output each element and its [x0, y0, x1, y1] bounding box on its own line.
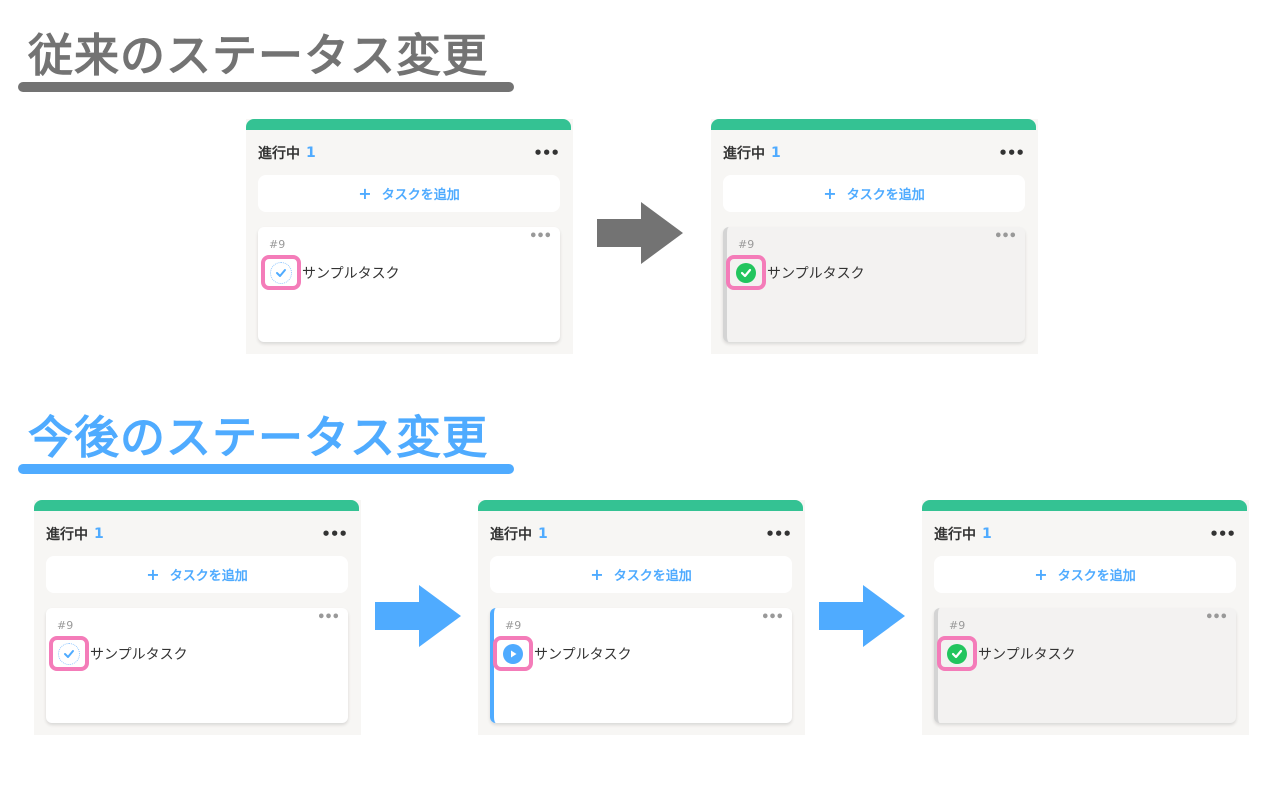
- task-id: #9: [949, 619, 966, 632]
- heading-old-text: 従来のステータス変更: [28, 29, 489, 82]
- plus-icon: +: [590, 565, 604, 584]
- plus-icon: +: [146, 565, 160, 584]
- kanban-column-new-step2: 進行中 1 ••• + タスクを追加 #9 ••• サンプルタスク: [478, 500, 805, 735]
- task-card[interactable]: #9 ••• サンプルタスク: [46, 608, 348, 723]
- plus-icon: +: [823, 184, 837, 203]
- add-task-button[interactable]: + タスクを追加: [258, 175, 560, 212]
- column-header: 進行中 1 •••: [258, 143, 560, 163]
- add-task-label: タスクを追加: [613, 569, 692, 584]
- column-count: 1: [94, 526, 104, 542]
- task-title: サンプルタスク: [978, 647, 1076, 663]
- task-card[interactable]: #9 ••• サンプルタスク: [934, 608, 1236, 723]
- add-task-label: タスクを追加: [381, 188, 460, 203]
- heading-new-underline: [18, 464, 514, 474]
- column-color-bar: [478, 500, 803, 511]
- task-title: サンプルタスク: [534, 647, 632, 663]
- column-color-bar: [711, 119, 1036, 130]
- status-toggle-button[interactable]: [726, 255, 766, 290]
- column-count: 1: [982, 526, 992, 542]
- add-task-button[interactable]: + タスクを追加: [490, 556, 792, 593]
- task-card[interactable]: #9 ••• サンプルタスク: [258, 227, 560, 342]
- column-count: 1: [771, 145, 781, 161]
- add-task-button[interactable]: + タスクを追加: [934, 556, 1236, 593]
- status-toggle-button[interactable]: [49, 636, 89, 671]
- column-header: 進行中 1 •••: [490, 524, 792, 544]
- more-horizontal-icon[interactable]: •••: [1209, 525, 1236, 543]
- add-task-label: タスクを追加: [1057, 569, 1136, 584]
- add-task-button[interactable]: + タスクを追加: [723, 175, 1025, 212]
- card-more-icon[interactable]: •••: [1205, 610, 1228, 625]
- plus-icon: +: [1034, 565, 1048, 584]
- card-more-icon[interactable]: •••: [529, 229, 552, 244]
- task-title: サンプルタスク: [767, 266, 865, 282]
- kanban-column-old-before: 進行中 1 ••• + タスクを追加 #9 ••• サンプルタスク: [246, 119, 573, 354]
- column-header: 進行中 1 •••: [934, 524, 1236, 544]
- more-horizontal-icon[interactable]: •••: [765, 525, 792, 543]
- heading-old-underline: [18, 82, 514, 92]
- check-circle-dotted-icon: [58, 642, 80, 665]
- play-circle-icon: [503, 643, 523, 664]
- column-title: 進行中: [723, 146, 765, 162]
- more-horizontal-icon[interactable]: •••: [998, 144, 1025, 162]
- column-count: 1: [538, 526, 548, 542]
- card-more-icon[interactable]: •••: [317, 610, 340, 625]
- column-title: 進行中: [46, 527, 88, 543]
- check-circle-filled-icon: [947, 643, 967, 664]
- column-color-bar: [246, 119, 571, 130]
- more-horizontal-icon[interactable]: •••: [533, 144, 560, 162]
- check-circle-dotted-icon: [270, 261, 292, 284]
- heading-new-text: 今後のステータス変更: [28, 411, 489, 464]
- task-title: サンプルタスク: [302, 266, 400, 282]
- task-title: サンプルタスク: [90, 647, 188, 663]
- add-task-label: タスクを追加: [169, 569, 248, 584]
- arrow-right-icon: [597, 202, 683, 264]
- task-id: #9: [738, 238, 755, 251]
- add-task-label: タスクを追加: [846, 188, 925, 203]
- status-toggle-button[interactable]: [937, 636, 977, 671]
- column-title: 進行中: [258, 146, 300, 162]
- task-id: #9: [269, 238, 286, 251]
- card-more-icon[interactable]: •••: [761, 610, 784, 625]
- add-task-button[interactable]: + タスクを追加: [46, 556, 348, 593]
- task-card[interactable]: #9 ••• サンプルタスク: [723, 227, 1025, 342]
- column-count: 1: [306, 145, 316, 161]
- plus-icon: +: [358, 184, 372, 203]
- column-color-bar: [34, 500, 359, 511]
- status-toggle-button[interactable]: [261, 255, 301, 290]
- check-circle-filled-icon: [736, 262, 756, 283]
- arrow-right-icon: [819, 585, 905, 647]
- column-header: 進行中 1 •••: [46, 524, 348, 544]
- task-card[interactable]: #9 ••• サンプルタスク: [490, 608, 792, 723]
- column-title: 進行中: [934, 527, 976, 543]
- column-color-bar: [922, 500, 1247, 511]
- kanban-column-new-step3: 進行中 1 ••• + タスクを追加 #9 ••• サンプルタスク: [922, 500, 1249, 735]
- task-id: #9: [505, 619, 522, 632]
- kanban-column-new-step1: 進行中 1 ••• + タスクを追加 #9 ••• サンプルタスク: [34, 500, 361, 735]
- more-horizontal-icon[interactable]: •••: [321, 525, 348, 543]
- column-header: 進行中 1 •••: [723, 143, 1025, 163]
- arrow-right-icon: [375, 585, 461, 647]
- card-more-icon[interactable]: •••: [994, 229, 1017, 244]
- column-title: 進行中: [490, 527, 532, 543]
- kanban-column-old-after: 進行中 1 ••• + タスクを追加 #9 ••• サンプルタスク: [711, 119, 1038, 354]
- task-id: #9: [57, 619, 74, 632]
- status-toggle-button[interactable]: [493, 636, 533, 671]
